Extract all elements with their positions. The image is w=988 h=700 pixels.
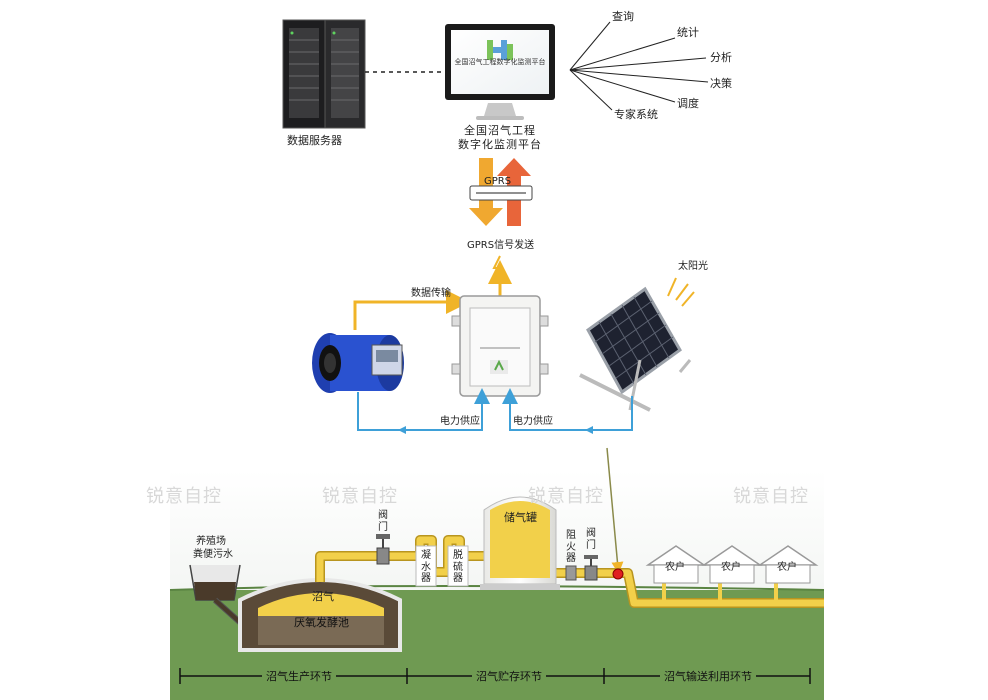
function-expert-system: 专家系统: [614, 108, 658, 121]
digester-icon: [238, 578, 402, 652]
function-dispatch: 调度: [677, 97, 699, 110]
house-3-icon: [757, 545, 819, 584]
gprs-exchange-arrows-icon: [469, 158, 533, 226]
farm-pool-icon: [189, 564, 241, 601]
watermark-2: 锐意自控: [322, 486, 398, 507]
biogas-label: 沼气: [312, 590, 334, 603]
data-transfer-arrow: [353, 290, 470, 330]
platform-logo-icon: [487, 40, 513, 60]
house-feed-pipes: [662, 580, 778, 603]
stage-production: 沼气生产环节: [262, 670, 336, 684]
house-1-label: 农户: [665, 562, 685, 573]
desulfurizer-box: [447, 545, 469, 587]
watermark-3: 锐意自控: [528, 486, 604, 507]
flowmeter-icon: [312, 333, 404, 393]
function-fan-lines: [569, 21, 709, 111]
gas-tank-icon: [480, 496, 560, 590]
sensor-lead-line: [606, 447, 624, 574]
function-decision: 决策: [710, 77, 732, 90]
valve-1-icon: [376, 534, 390, 565]
watermark-4: 锐意自控: [733, 486, 809, 507]
function-analysis: 分析: [710, 51, 732, 64]
house-2-icon: [701, 545, 763, 584]
house-1-icon: [645, 545, 707, 584]
server-label: 数据服务器: [287, 134, 342, 147]
gprs-badge: GPRS: [484, 176, 512, 187]
server-rack-icon: [282, 19, 366, 129]
valve-2-icon: [584, 555, 598, 581]
function-query: 查询: [612, 10, 634, 23]
solar-panel-icon: [579, 286, 692, 412]
condenser-label: 凝水器: [421, 550, 431, 584]
platform-label-line1: 全国沼气工程: [464, 124, 536, 137]
monitor-icon: [445, 24, 555, 120]
house-2-label: 农户: [721, 562, 741, 573]
platform-label-line2: 数字化监测平台: [458, 138, 542, 151]
platform-screen-title: 全国沼气工程数字化监测平台: [454, 58, 546, 66]
valve-1-label: 阀门: [378, 510, 388, 533]
gas-tank-label: 储气罐: [504, 511, 537, 524]
digester-label: 厌氧发酵池: [294, 616, 349, 629]
power-line-left: [357, 388, 490, 431]
function-statistics: 统计: [677, 26, 699, 39]
watermark-1: 锐意自控: [146, 486, 222, 507]
flame-arrester-icon: [565, 565, 577, 581]
sensor-point-icon: [612, 568, 624, 580]
valve-2-label: 阀门: [586, 528, 596, 551]
stage-storage: 沼气贮存环节: [472, 670, 546, 684]
power-line-right: [502, 388, 633, 431]
stage-transport-use: 沼气输送利用环节: [660, 670, 756, 684]
sun-label: 太阳光: [678, 261, 708, 272]
power-left-label: 电力供应: [440, 416, 480, 427]
farm-label-line1: 养殖场: [196, 536, 226, 547]
desulfurizer-label: 脱硫器: [453, 550, 463, 584]
farm-label-line2: 粪便污水: [193, 549, 233, 560]
condenser-box: [415, 545, 437, 587]
house-3-label: 农户: [777, 562, 797, 573]
rtu-terminal-icon: [451, 295, 549, 397]
data-transfer-label: 数据传输: [411, 288, 451, 299]
flame-arrester-label: 阻火器: [566, 530, 576, 564]
gprs-signal-label: GPRS信号发送: [467, 240, 535, 251]
power-right-label: 电力供应: [513, 416, 553, 427]
sun-rays-icon: [667, 277, 695, 307]
